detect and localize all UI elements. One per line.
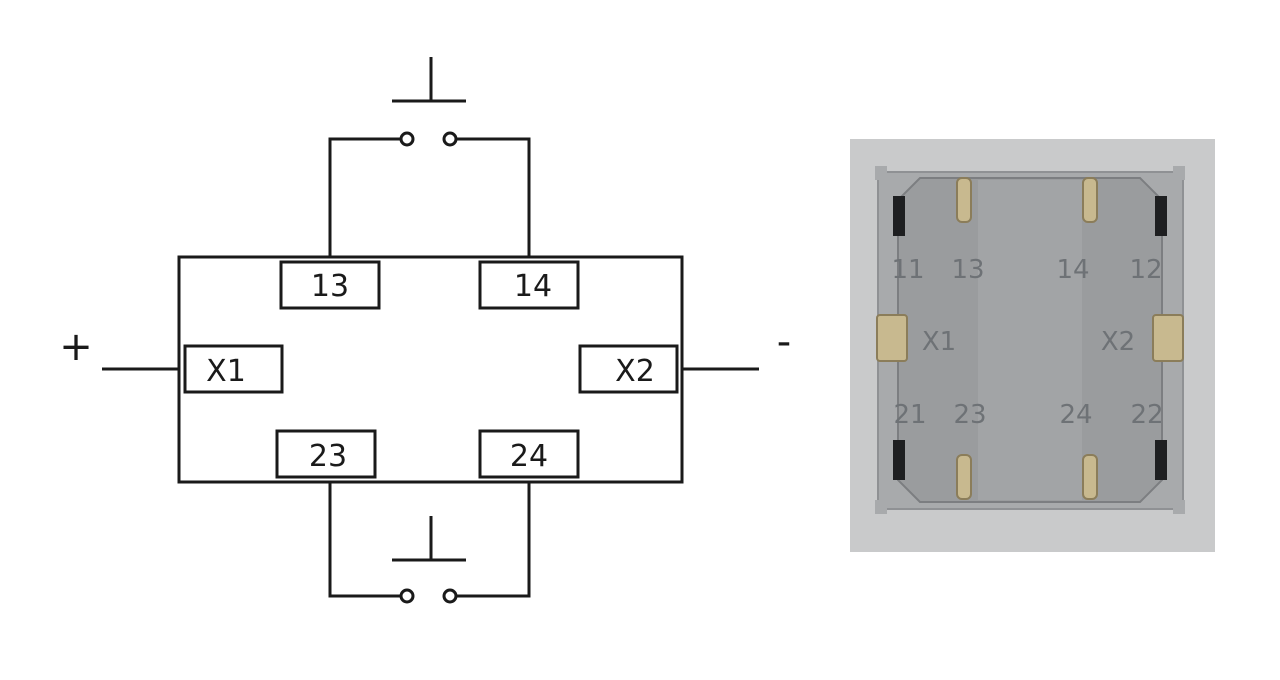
photo-label-11: 11 [891,255,924,285]
top-pushbutton-switch [392,57,466,147]
photo-label-13: 13 [951,255,984,285]
slot-top-right [1155,196,1167,236]
photo-label-24: 24 [1059,400,1092,430]
terminal-23: 23 [275,429,377,479]
terminal-13-label: 13 [311,269,349,304]
pin-24 [1082,454,1098,500]
terminal-x2: X2 [578,344,679,394]
top-wire-right [456,137,531,257]
photo-label-23: 23 [953,400,986,430]
bottom-wire-left [328,482,401,598]
pin-23 [956,454,972,500]
relay-photo: 11 13 14 12 X1 X2 21 23 24 22 [850,139,1215,552]
terminal-14-label: 14 [514,269,552,304]
photo-label-x1: X1 [922,327,956,357]
bottom-pushbutton-switch [392,516,466,604]
pin-x2 [1152,314,1184,362]
pin-14 [1082,177,1098,223]
negative-sign: - [777,319,791,365]
photo-label-12: 12 [1129,255,1162,285]
terminal-13: 13 [279,260,381,310]
terminal-x1-label: X1 [206,354,246,389]
terminal-x1: X1 [183,344,284,394]
slot-bottom-left [893,440,905,480]
top-wire-left [328,137,401,257]
terminal-14: 14 [478,260,580,310]
slot-top-left [893,196,905,236]
slot-bottom-right [1155,440,1167,480]
pin-x1 [876,314,908,362]
bottom-wire-right [456,482,531,598]
positive-sign: + [59,324,93,370]
pin-13 [956,177,972,223]
terminal-x2-label: X2 [615,354,655,389]
photo-label-21: 21 [893,400,926,430]
terminal-24: 24 [478,429,580,479]
photo-label-14: 14 [1056,255,1089,285]
terminal-24-label: 24 [510,439,548,474]
photo-label-x2: X2 [1101,327,1135,357]
wiring-diagram: + - 13 14 X1 X2 23 24 [59,57,791,604]
photo-label-22: 22 [1130,400,1163,430]
terminal-23-label: 23 [309,439,347,474]
